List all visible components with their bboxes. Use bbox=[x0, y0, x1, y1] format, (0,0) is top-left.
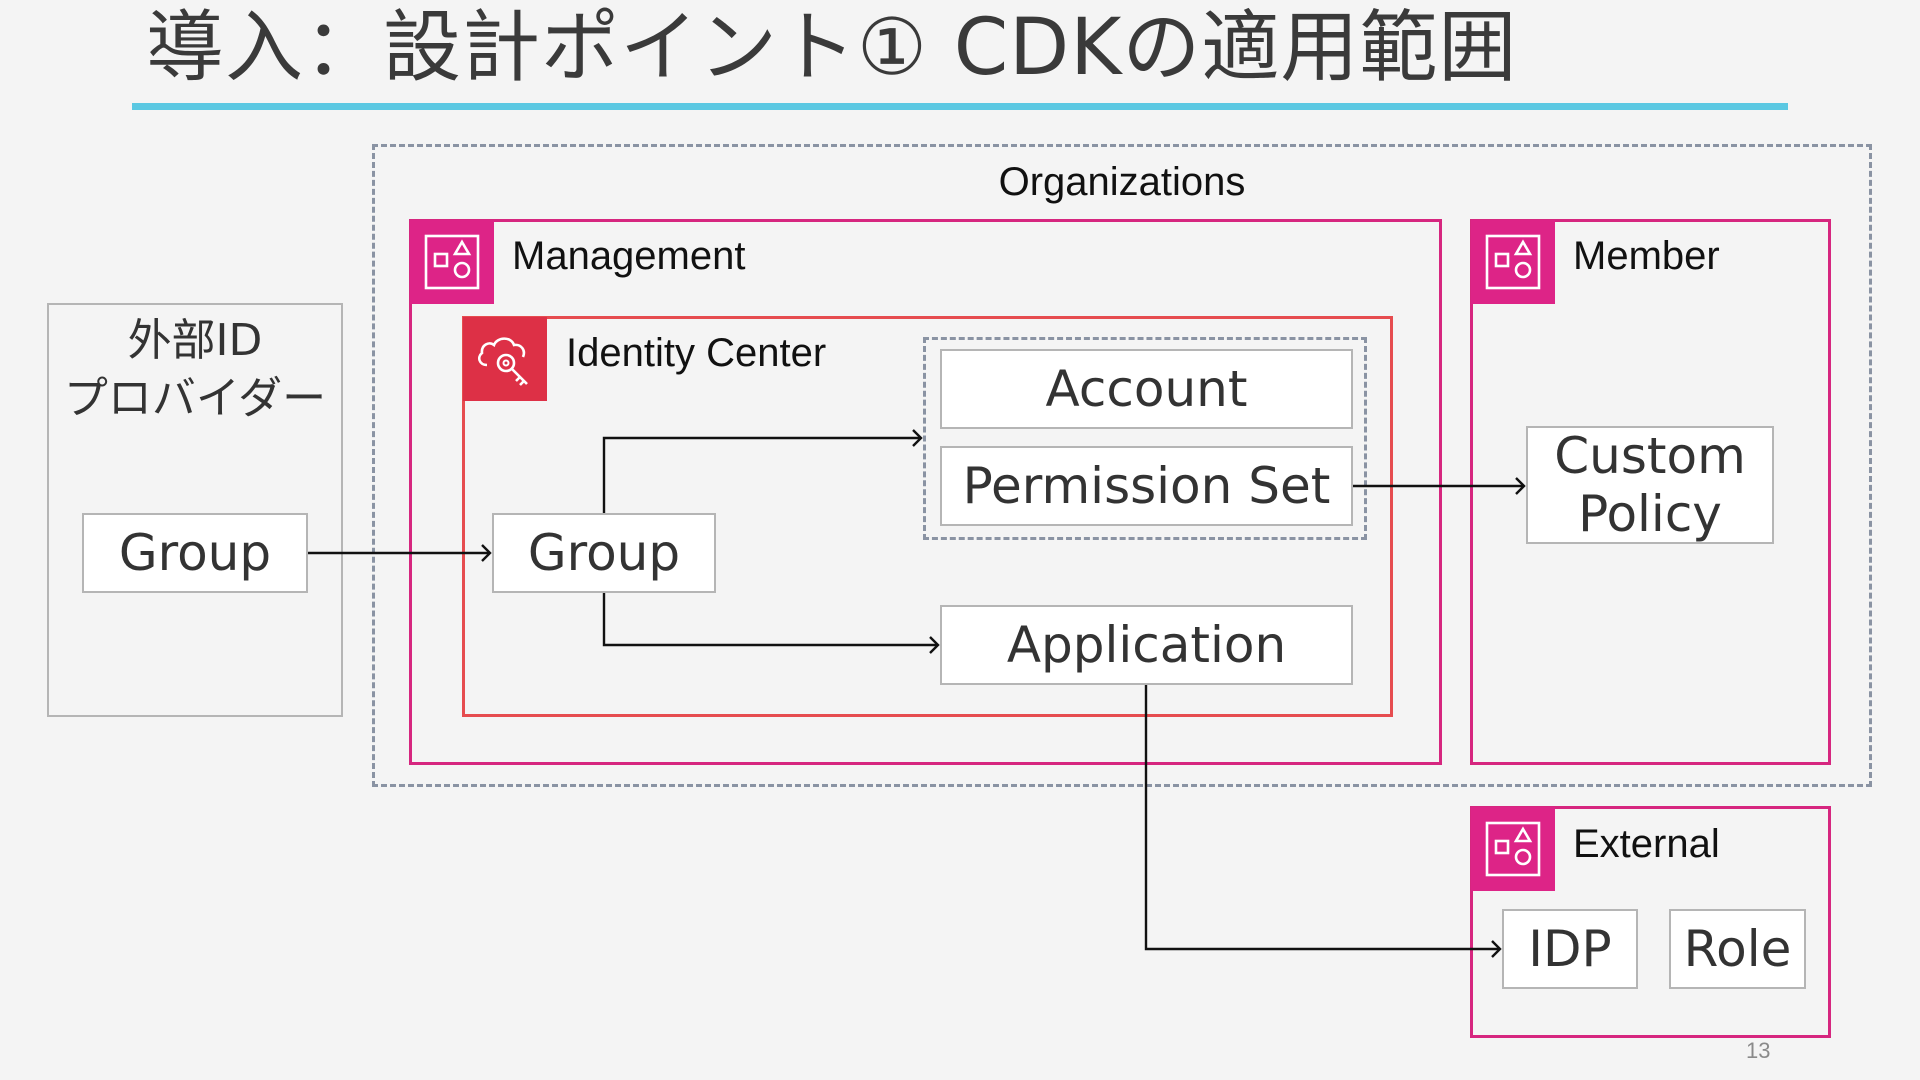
custom-policy-line2: Policy bbox=[1578, 485, 1722, 543]
external-idp-title: 外部ID プロバイダー bbox=[47, 312, 343, 428]
aws-account-icon bbox=[1471, 220, 1555, 304]
external-account-box bbox=[1470, 806, 1831, 1038]
external-idp-title-line1: 外部ID bbox=[127, 315, 263, 366]
external-label: External bbox=[1573, 822, 1720, 866]
ic-group-box: Group bbox=[492, 513, 716, 593]
identity-center-icon bbox=[463, 317, 547, 401]
title-underline bbox=[132, 103, 1788, 110]
arrowhead bbox=[929, 636, 940, 654]
page-number: 13 bbox=[1746, 1038, 1771, 1063]
arrowhead bbox=[481, 544, 492, 562]
permission-set-box: Permission Set bbox=[940, 446, 1353, 526]
external-idp-title-line2: プロバイダー bbox=[63, 373, 327, 424]
management-label: Management bbox=[512, 234, 746, 278]
application-box: Application bbox=[940, 605, 1353, 685]
external-idp-group: Group bbox=[82, 513, 308, 593]
role-box: Role bbox=[1669, 909, 1806, 989]
organizations-boundary bbox=[372, 144, 1872, 787]
idp-box: IDP bbox=[1502, 909, 1638, 989]
management-account-box bbox=[409, 219, 1442, 765]
member-label: Member bbox=[1573, 234, 1720, 278]
external-idp-box bbox=[47, 303, 343, 717]
account-permission-group bbox=[923, 337, 1367, 540]
page-title: 導入：設計ポイント① CDKの適用範囲 bbox=[146, 3, 1518, 93]
identity-center-label: Identity Center bbox=[566, 331, 827, 375]
custom-policy-line1: Custom bbox=[1554, 427, 1746, 485]
arrow-group-to-application bbox=[602, 593, 938, 647]
arrowhead bbox=[912, 429, 923, 447]
arrowhead bbox=[1491, 940, 1502, 958]
custom-policy-box: Custom Policy bbox=[1526, 426, 1774, 544]
identity-center-box bbox=[462, 316, 1393, 717]
member-account-box bbox=[1470, 219, 1831, 765]
aws-account-icon bbox=[1471, 807, 1555, 891]
aws-account-icon bbox=[410, 220, 494, 304]
arrowhead bbox=[1515, 477, 1526, 495]
organizations-label: Organizations bbox=[998, 160, 1246, 204]
arrow-group-to-account-permission bbox=[602, 436, 921, 513]
arrow-application-to-idp bbox=[1144, 685, 1500, 951]
account-box: Account bbox=[940, 349, 1353, 429]
